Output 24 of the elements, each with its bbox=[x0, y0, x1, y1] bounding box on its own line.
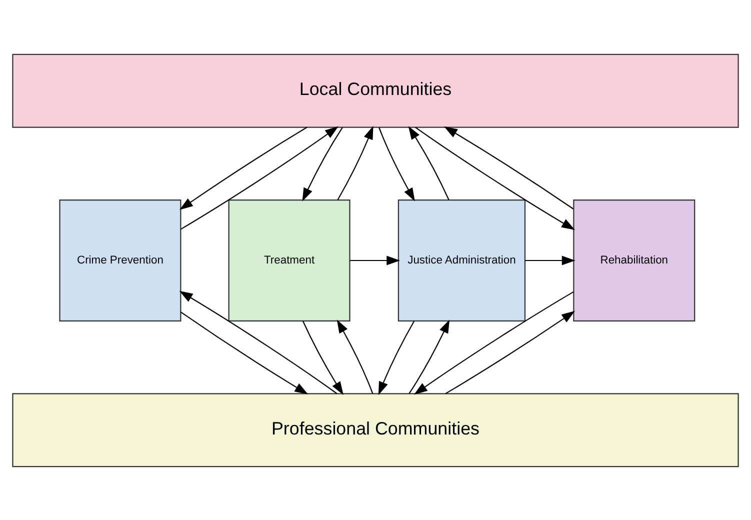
arrow bbox=[179, 290, 338, 394]
arrow bbox=[414, 290, 574, 394]
arrow bbox=[408, 126, 450, 200]
node-box: Treatment bbox=[228, 198, 350, 322]
arrow bbox=[302, 126, 343, 201]
arrow bbox=[408, 319, 450, 394]
node-box: Crime Prevention bbox=[59, 198, 182, 322]
arrow bbox=[444, 126, 574, 209]
node-box: Justice Administration bbox=[398, 198, 526, 322]
arrow bbox=[445, 310, 576, 394]
arrow bbox=[525, 255, 576, 265]
arrow bbox=[378, 320, 415, 395]
arrow bbox=[180, 126, 338, 230]
arrow bbox=[336, 319, 374, 394]
node-box: Professional Communities bbox=[12, 392, 739, 467]
arrow bbox=[378, 126, 415, 201]
arrow bbox=[179, 126, 308, 210]
node-box: Local Communities bbox=[12, 53, 739, 128]
arrow bbox=[415, 126, 575, 230]
arrow bbox=[350, 255, 400, 265]
arrow bbox=[180, 311, 308, 394]
arrow bbox=[302, 320, 344, 395]
node-box: Rehabilitation bbox=[573, 198, 696, 322]
arrow bbox=[337, 125, 374, 200]
